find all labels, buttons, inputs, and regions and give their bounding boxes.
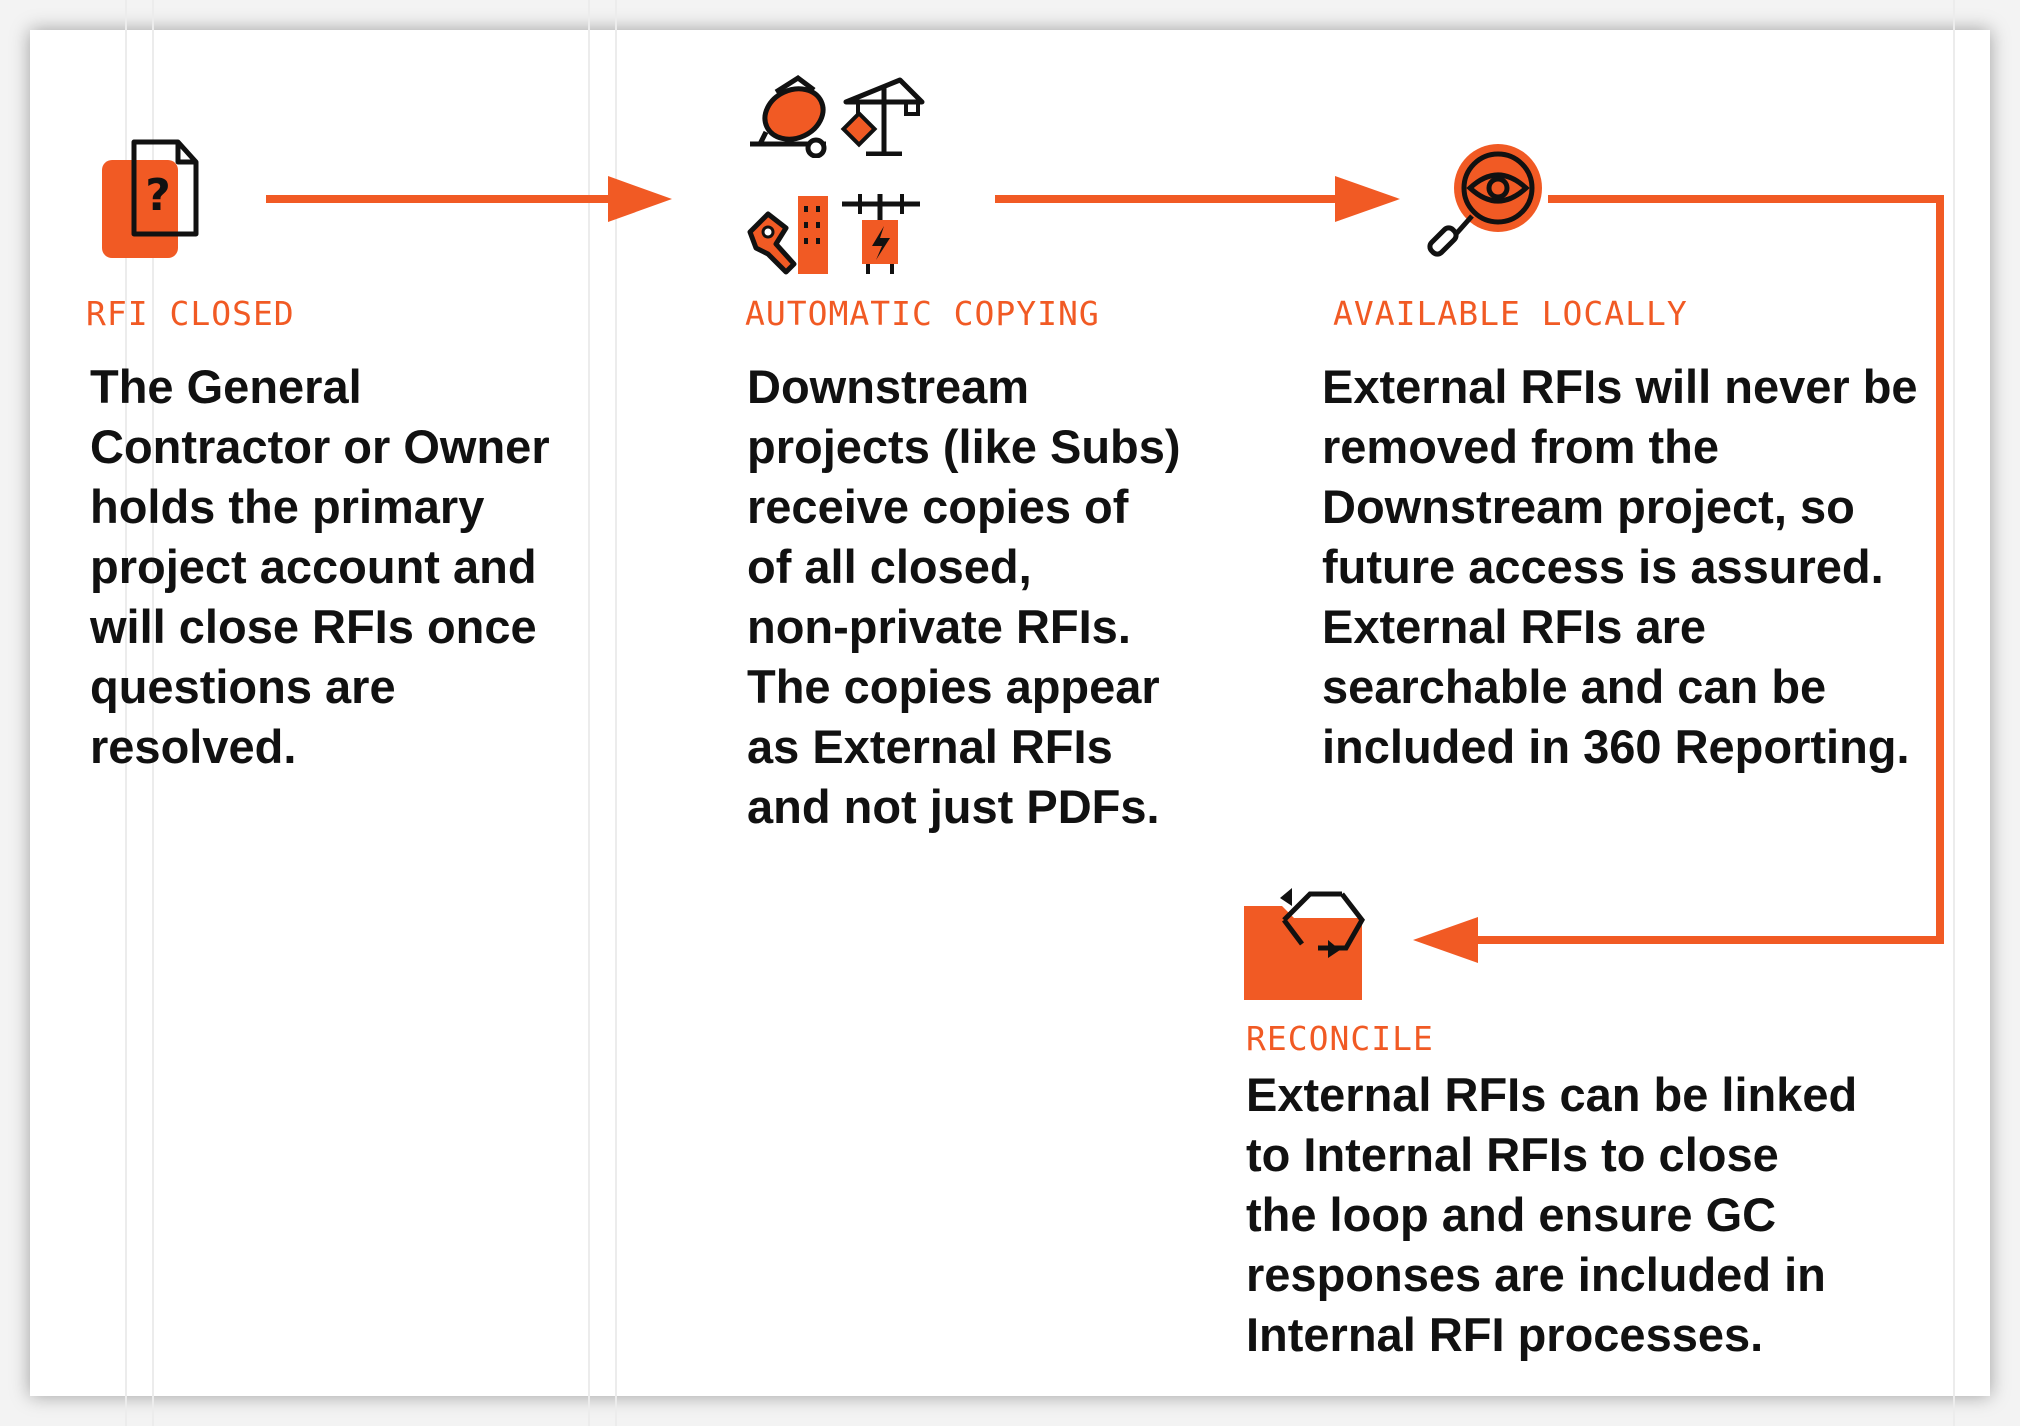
guide-line xyxy=(615,0,617,1426)
text-line: will close RFIs once xyxy=(90,600,537,653)
text-line: Downstream xyxy=(747,360,1030,413)
text-line: Internal RFI processes. xyxy=(1246,1308,1764,1361)
excavator-building-icon xyxy=(747,196,828,275)
text-line: searchable and can be xyxy=(1322,660,1827,713)
step-description-automatic-copying: Downstream projects (like Subs) receive … xyxy=(747,357,1181,837)
arrow-2 xyxy=(995,176,1400,222)
text-line: included in 360 Reporting. xyxy=(1322,720,1910,773)
text-line: to Internal RFIs to close xyxy=(1246,1128,1779,1181)
cement-mixer-icon xyxy=(750,74,827,158)
text-line: holds the primary xyxy=(90,480,485,533)
step-description-rfi-closed: The General Contractor or Owner holds th… xyxy=(90,357,550,777)
text-line: Downstream project, so xyxy=(1322,480,1855,533)
text-line: project account and xyxy=(90,540,537,593)
text-line: Contractor or Owner xyxy=(90,420,550,473)
text-line: The General xyxy=(90,360,362,413)
arrow-1 xyxy=(266,176,672,222)
crane-icon xyxy=(840,77,925,156)
guide-line xyxy=(588,0,590,1426)
step-label-reconcile: RECONCILE xyxy=(1246,1019,1434,1058)
step-description-available-locally: External RFIs will never be removed from… xyxy=(1322,357,1918,777)
text-line: future access is assured. xyxy=(1322,540,1884,593)
step-label-available-locally: AVAILABLE LOCALLY xyxy=(1333,294,1688,333)
text-line: removed from the xyxy=(1322,420,1719,473)
text-line: responses are included in xyxy=(1246,1248,1826,1301)
text-line: The copies appear xyxy=(747,660,1160,713)
folder-sync-icon xyxy=(1244,888,1365,1000)
text-line: non-private RFIs. xyxy=(747,600,1131,653)
text-line: of all closed, xyxy=(747,540,1032,593)
step-label-rfi-closed: RFI CLOSED xyxy=(86,294,295,333)
document-question-icon: ? xyxy=(102,139,199,258)
guide-line xyxy=(125,0,127,1426)
step-description-reconcile: External RFIs can be linked to Internal … xyxy=(1246,1065,1857,1365)
text-line: questions are xyxy=(90,660,396,713)
text-line: the loop and ensure GC xyxy=(1246,1188,1777,1241)
text-line: receive copies of xyxy=(747,480,1129,533)
power-line-icon xyxy=(842,194,920,274)
text-line: and not just PDFs. xyxy=(747,780,1160,833)
text-line: External RFIs are xyxy=(1322,600,1707,653)
svg-text:?: ? xyxy=(145,170,171,221)
text-line: External RFIs can be linked xyxy=(1246,1068,1858,1121)
step-label-automatic-copying: AUTOMATIC COPYING xyxy=(745,294,1100,333)
text-line: External RFIs will never be xyxy=(1322,360,1918,413)
guide-line xyxy=(152,0,154,1426)
arrow-3 xyxy=(1413,195,1944,963)
magnifier-eye-icon xyxy=(1427,144,1542,257)
text-line: projects (like Subs) xyxy=(747,420,1181,473)
guide-line xyxy=(1953,0,1955,1426)
text-line: as External RFIs xyxy=(747,720,1113,773)
diagram-card xyxy=(30,30,1990,1396)
text-line: resolved. xyxy=(90,720,297,773)
